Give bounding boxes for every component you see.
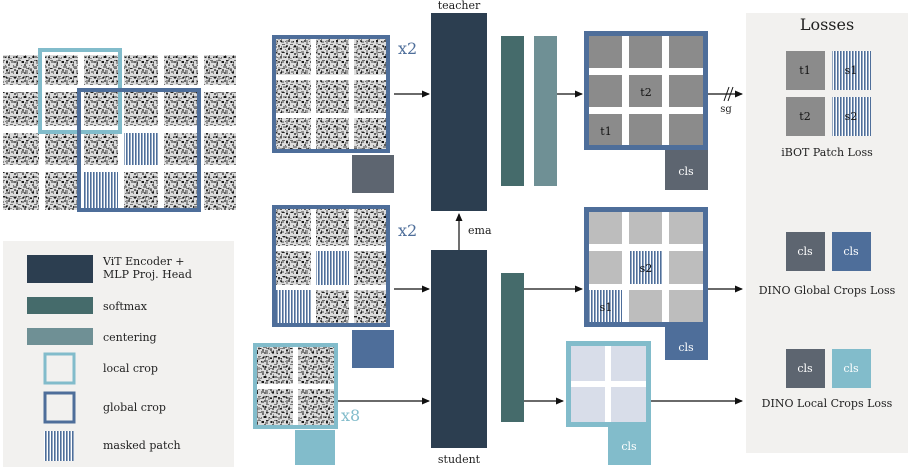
legend-local-crop-swatch — [43, 352, 76, 385]
local-crop-shadow — [295, 430, 335, 465]
student-local-cls-token — [608, 427, 651, 465]
student-global-crop: x2 — [272, 205, 417, 368]
ibot-s1 — [832, 51, 871, 90]
global-crop-outline — [77, 88, 201, 212]
teacher-token-grid: cls t2 t1 — [584, 31, 708, 190]
student-label: student — [438, 453, 481, 466]
student-global-cls-label: cls — [678, 341, 694, 354]
legend-softmax-label: softmax — [103, 300, 148, 313]
student-token-s1 — [589, 290, 622, 322]
ibot-t1 — [786, 51, 825, 90]
student-x2-label: x2 — [398, 221, 417, 240]
source-image — [3, 48, 236, 212]
masked-patch — [316, 251, 349, 285]
teacher-label: teacher — [438, 0, 481, 12]
masked-patch — [276, 290, 311, 323]
legend-global-crop-label: global crop — [103, 401, 166, 414]
legend-centering-label: centering — [103, 331, 157, 344]
teacher-t2-label: t2 — [640, 86, 651, 99]
teacher-global-crop: x2 — [272, 35, 417, 193]
student-local-crop: x8 — [253, 343, 360, 465]
legend-encoder-line2: MLP Proj. Head — [103, 268, 192, 281]
teacher-t1-label: t1 — [600, 125, 611, 138]
ibot-loss-label: iBOT Patch Loss — [781, 146, 873, 159]
ibot-s2-label: s2 — [845, 110, 858, 123]
ibot-s1-label: s1 — [845, 64, 858, 77]
ibot-t2 — [786, 97, 825, 136]
teacher-token-t2 — [629, 75, 662, 107]
teacher-cls-label: cls — [678, 165, 694, 178]
ibot-t2-label: t2 — [799, 110, 810, 123]
student-x8-label: x8 — [341, 406, 360, 425]
ibot-t1-label: t1 — [799, 64, 810, 77]
teacher-x2-label: x2 — [398, 39, 417, 58]
losses-title: Losses — [800, 15, 854, 34]
student-global-token-grid: cls s2 s1 — [584, 207, 708, 360]
stop-gradient-mark — [723, 86, 730, 102]
student-crop-shadow — [352, 330, 394, 368]
legend-masked-patch-label: masked patch — [103, 439, 181, 452]
legend-centering-swatch — [27, 328, 93, 345]
dino-local-teacher-cls — [786, 349, 825, 388]
losses-panel: Losses t1 s1 t2 s2 iBOT Patch Loss cls c… — [746, 13, 908, 453]
student-s1-label: s1 — [600, 301, 613, 314]
teacher-softmax — [501, 36, 524, 186]
student-s2-label: s2 — [640, 262, 653, 275]
masked-patch — [84, 172, 118, 210]
legend-encoder-line1: ViT Encoder + — [102, 255, 185, 268]
teacher-centering — [534, 36, 557, 186]
legend-encoder-swatch — [27, 255, 93, 283]
dino-local-student-cls-label: cls — [843, 362, 859, 375]
dino-global-teacher-cls-label: cls — [797, 245, 813, 258]
teacher-cls-token — [665, 150, 708, 190]
teacher-token-t1 — [589, 114, 622, 145]
legend-global-crop-swatch — [43, 391, 76, 424]
legend: ViT Encoder + MLP Proj. Head softmax cen… — [3, 241, 234, 467]
dino-local-student-cls — [832, 349, 871, 388]
student-encoder — [431, 250, 487, 448]
dino-global-student-cls — [832, 232, 871, 271]
teacher-crop-shadow — [352, 155, 394, 193]
legend-masked-patch-swatch — [44, 431, 74, 461]
losses-panel-bg — [746, 13, 908, 453]
sg-label: sg — [720, 104, 732, 115]
student-softmax — [501, 273, 524, 422]
student-token-s2 — [629, 251, 662, 284]
legend-local-crop-label: local crop — [103, 362, 158, 375]
ema-label: ema — [468, 224, 492, 237]
dino-global-loss-label: DINO Global Crops Loss — [759, 284, 896, 297]
dino-local-teacher-cls-label: cls — [797, 362, 813, 375]
legend-softmax-swatch — [27, 297, 93, 314]
dino-local-loss-label: DINO Local Crops Loss — [762, 397, 893, 410]
ibot-s2 — [832, 97, 871, 136]
dino-global-student-cls-label: cls — [843, 245, 859, 258]
student-local-cls-label: cls — [621, 440, 637, 453]
student-local-token-grid: cls — [566, 341, 651, 465]
dino-global-teacher-cls — [786, 232, 825, 271]
teacher-encoder — [431, 13, 487, 211]
masked-patch — [124, 133, 158, 165]
